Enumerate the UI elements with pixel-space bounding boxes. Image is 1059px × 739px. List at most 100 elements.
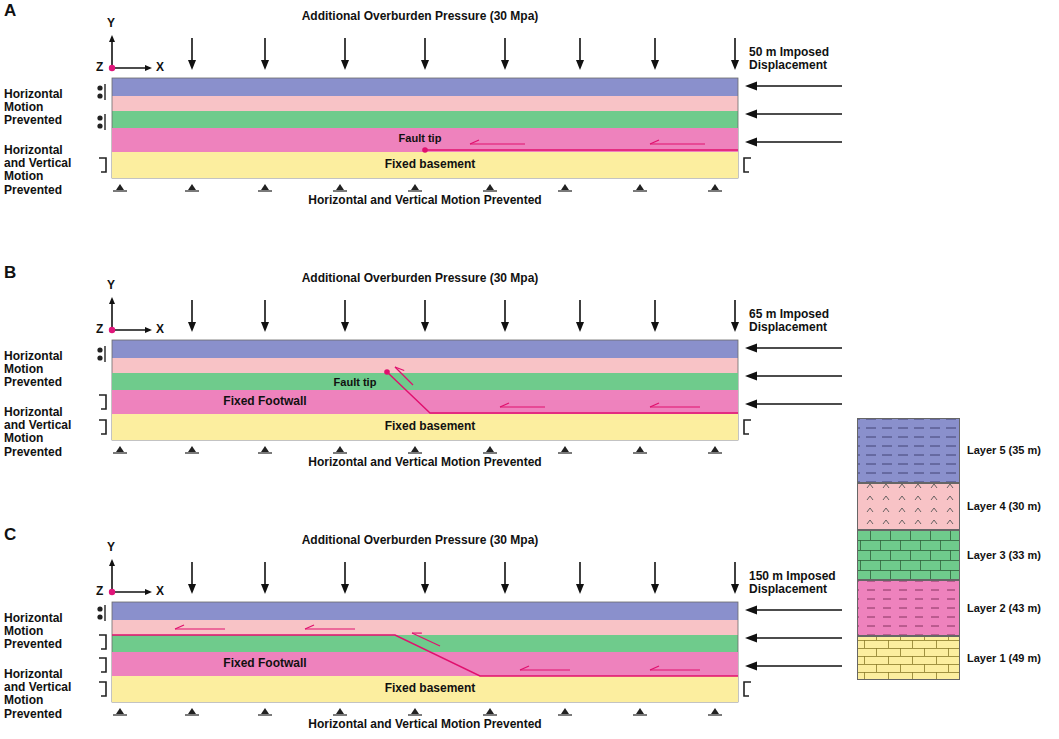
overburden-arrow: [651, 562, 659, 594]
support-triangle: [411, 708, 419, 714]
base-support: [408, 184, 422, 191]
arrow-shaft: [264, 38, 266, 60]
harpoon-barb: [650, 403, 659, 407]
support-base: [558, 714, 572, 715]
legend-swatch: [857, 530, 960, 580]
slip-harpoon: [470, 140, 525, 144]
arrow-head: [501, 322, 509, 332]
harpoon-shaft: [175, 628, 225, 629]
arrow-head: [341, 584, 349, 594]
arrow-shaft: [424, 38, 426, 60]
boundary-label: Horizontal and Vertical Motion Prevented: [308, 718, 541, 731]
displacement-arrow: [745, 634, 842, 643]
overburden-arrow: [261, 300, 269, 332]
boundary-label: Horizontal Motion Prevented: [4, 88, 84, 128]
arrow-shaft: [757, 375, 842, 377]
support-base: [708, 190, 722, 191]
base-support: [708, 708, 722, 715]
support-base: [633, 452, 647, 453]
support-triangle: [336, 184, 344, 190]
support-base: [483, 452, 497, 453]
model-outline: [112, 340, 738, 440]
fault-line: [425, 149, 738, 150]
arrow-head: [745, 662, 757, 671]
fixed-support: [99, 420, 106, 434]
legend-label: Layer 4 (30 m): [967, 500, 1041, 512]
axis-label: Y: [107, 279, 115, 292]
base-support: [483, 184, 497, 191]
support-base: [333, 190, 347, 191]
support-triangle: [116, 446, 124, 452]
axis-label: Z: [96, 323, 103, 336]
layer-band: [112, 358, 738, 373]
layer-band: [112, 602, 738, 620]
arrow-shaft: [191, 562, 193, 584]
roller: [97, 93, 102, 98]
base-support: [258, 708, 272, 715]
model-panel: [97, 559, 842, 715]
load-title: Additional Overburden Pressure (30 Mpa): [302, 272, 539, 285]
harpoon-barb: [305, 625, 314, 629]
x-axis: [112, 589, 152, 595]
arrow-head: [745, 400, 757, 409]
axis-label: X: [156, 61, 164, 74]
support-triangle: [336, 446, 344, 452]
arrow-shaft: [344, 38, 346, 60]
arrow-head: [501, 60, 509, 70]
harpoon-barb: [470, 140, 479, 144]
support-base: [258, 714, 272, 715]
support-base: [708, 714, 722, 715]
slip-harpoon: [500, 403, 545, 407]
harpoon-barb: [520, 666, 529, 670]
base-support: [708, 446, 722, 453]
fixed-support: [99, 658, 106, 672]
arrow-shaft: [264, 300, 266, 322]
overburden-arrow: [421, 300, 429, 332]
fixed-support: [99, 158, 106, 172]
fault-tip-dot: [422, 147, 428, 153]
support-triangle: [486, 708, 494, 714]
fixed-support: [99, 635, 106, 649]
layer-band: [112, 111, 738, 128]
overburden-arrow: [731, 300, 739, 332]
slip-harpoon: [650, 666, 700, 670]
arrow-shaft: [654, 562, 656, 584]
base-support: [708, 184, 722, 191]
layer-band: Fault tip: [112, 373, 738, 390]
arrow-shaft: [112, 591, 145, 593]
layer-band: [112, 373, 738, 390]
axis-label: X: [156, 323, 164, 336]
axis-origin: [109, 327, 115, 333]
support-triangle: [261, 184, 269, 190]
overburden-arrow: [421, 38, 429, 70]
support-triangle: [188, 446, 196, 452]
arrow-head: [731, 60, 739, 70]
support-triangle: [636, 708, 644, 714]
fault-b: [384, 367, 738, 413]
support-triangle: [486, 184, 494, 190]
base-support: [113, 708, 127, 715]
displacement-arrow: [745, 110, 842, 119]
layer-label: Fault tip: [334, 376, 377, 388]
displacement-arrow: [745, 138, 842, 147]
harpoon-shaft: [650, 406, 700, 407]
roller: [97, 347, 102, 352]
support-triangle: [711, 708, 719, 714]
slip-harpoon: [520, 666, 570, 670]
layer-band: [112, 78, 738, 96]
support-triangle: [411, 446, 419, 452]
base-support: [333, 708, 347, 715]
overburden-arrow: [501, 300, 509, 332]
base-support: [483, 446, 497, 453]
slip-harpoon: [650, 140, 705, 144]
boundary-label: Horizontal and Vertical Motion Prevented: [4, 406, 84, 459]
support-base: [633, 714, 647, 715]
overburden-arrow: [576, 300, 584, 332]
layer-band: [112, 340, 738, 358]
layer-band: [112, 152, 738, 178]
legend-label: Layer 1 (49 m): [967, 652, 1041, 664]
support-base: [333, 714, 347, 715]
arrow-head: [745, 110, 757, 119]
displacement-label: 150 m Imposed Displacement: [749, 570, 849, 596]
fault-c: [112, 625, 738, 676]
